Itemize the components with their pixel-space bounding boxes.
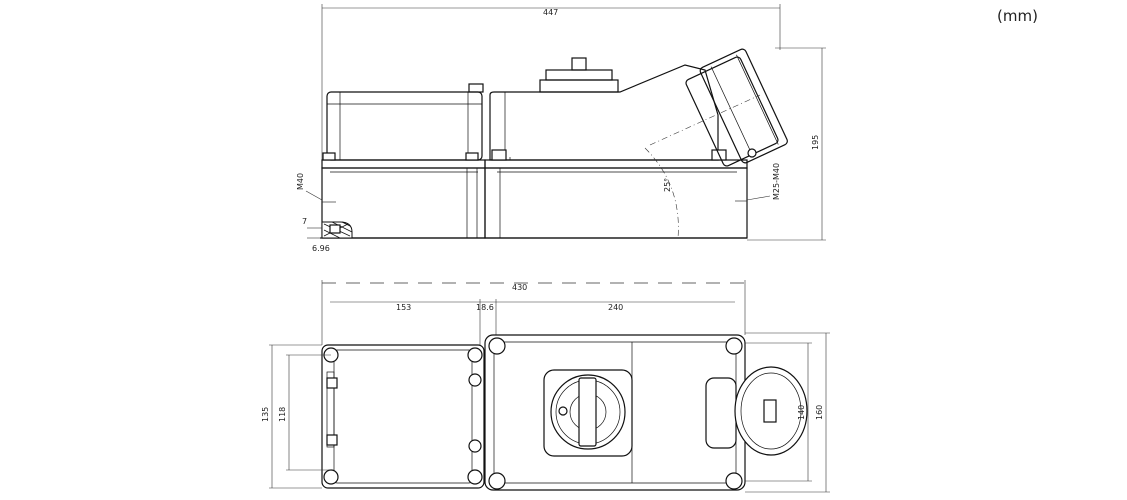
right-gland-label: M25-M40 bbox=[772, 163, 781, 200]
rotary-switch bbox=[550, 374, 626, 450]
switch-knob bbox=[545, 69, 613, 81]
dim-right-height: 160 bbox=[815, 405, 824, 420]
switch-housing bbox=[489, 64, 719, 161]
dim-overall-length: 447 bbox=[543, 8, 558, 17]
tilted-socket bbox=[685, 48, 788, 167]
unit-label: (mm) bbox=[997, 7, 1038, 25]
top-view: 430 153 18.6 240 bbox=[261, 280, 830, 493]
left-flange bbox=[321, 159, 486, 169]
latch bbox=[468, 373, 482, 387]
screw-head bbox=[465, 152, 479, 161]
left-gland-label: M40 bbox=[296, 173, 305, 190]
lock-indicator bbox=[558, 406, 568, 416]
side-view: 447 bbox=[296, 4, 826, 253]
dim-left-pitch-height: 118 bbox=[278, 407, 287, 422]
switch-plate bbox=[543, 369, 633, 457]
angle-arc bbox=[644, 147, 679, 239]
left-lid bbox=[333, 349, 473, 484]
dim-gap: 18.6 bbox=[476, 303, 494, 312]
screw-head bbox=[322, 152, 336, 161]
dim-right-pitch: 240 bbox=[608, 303, 623, 312]
hinge bbox=[326, 434, 338, 446]
screws-left bbox=[323, 347, 483, 485]
lid-latch bbox=[468, 83, 484, 93]
switch-cap bbox=[571, 57, 587, 71]
screws-right bbox=[488, 337, 743, 490]
hinge bbox=[326, 377, 338, 389]
socket-latch bbox=[763, 399, 777, 423]
socket-body bbox=[705, 377, 737, 449]
switch-base bbox=[539, 79, 619, 93]
left-lid bbox=[326, 91, 483, 161]
tilt-angle-label: 25° bbox=[663, 178, 672, 192]
dim-right-pitch-height: 140 bbox=[797, 405, 806, 420]
left-enclosure bbox=[321, 344, 485, 489]
seal-width-label: 6.96 bbox=[312, 244, 330, 253]
centre-line bbox=[649, 94, 761, 146]
dim-overall-length: 430 bbox=[512, 283, 527, 292]
hinge-strip bbox=[326, 371, 335, 448]
screw-head bbox=[491, 149, 507, 161]
latch bbox=[468, 439, 482, 453]
switch-handle bbox=[578, 377, 597, 447]
dim-left-height: 135 bbox=[261, 407, 270, 422]
dim-left-pitch: 153 bbox=[396, 303, 411, 312]
dim-overall-height: 195 bbox=[811, 135, 820, 150]
right-flange bbox=[484, 159, 748, 169]
right-body bbox=[484, 167, 748, 239]
seal-groove bbox=[329, 224, 341, 234]
hinge bbox=[747, 148, 757, 158]
seal-depth-label: 7 bbox=[302, 217, 307, 226]
